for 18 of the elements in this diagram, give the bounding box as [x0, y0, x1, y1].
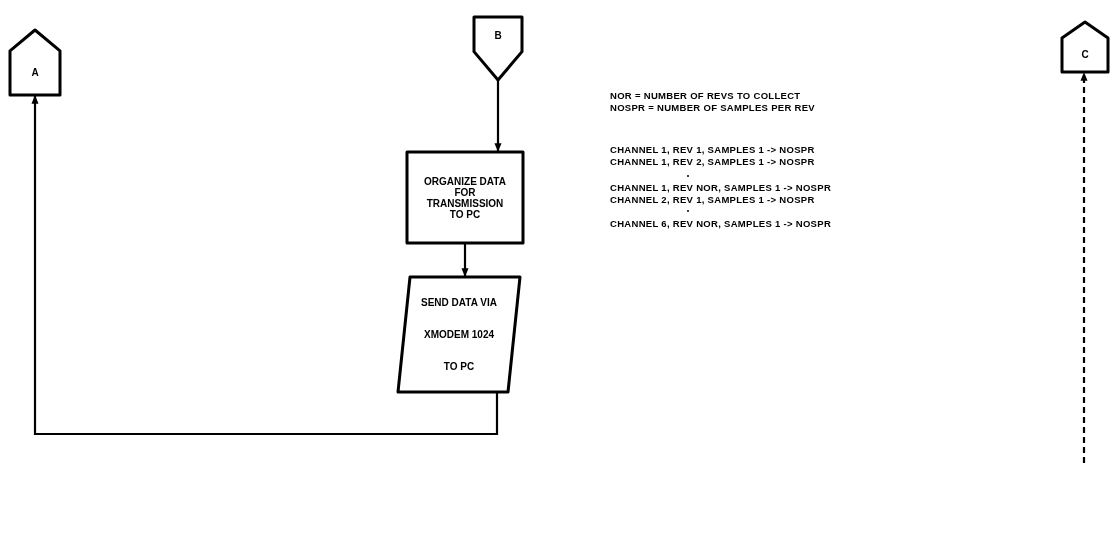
connector-label: A: [31, 66, 39, 78]
note-text: CHANNEL 6, REV NOR, SAMPLES 1 -> NOSPR: [610, 218, 832, 229]
connector-label: C: [1081, 49, 1089, 60]
connector-label: B: [494, 30, 502, 42]
note-text: NOR = NUMBER OF REVS TO COLLECT: [610, 90, 801, 101]
node-text: XMODEM 1024: [424, 329, 494, 340]
node-text: SEND DATA VIA: [421, 297, 497, 309]
note-text: CHANNEL 2, REV 1, SAMPLES 1 -> NOSPR: [610, 194, 815, 205]
note-text: NOSPR = NUMBER OF SAMPLES PER REV: [610, 102, 815, 113]
note-text: CHANNEL 1, REV 1, SAMPLES 1 -> NOSPR: [610, 144, 815, 155]
arrow: [461, 243, 469, 277]
dashed-arrow: [1080, 72, 1088, 463]
node-text: ORGANIZE DATA FOR TRANSMISSION TO PC: [423, 175, 507, 220]
node-text: TO PC: [443, 360, 475, 372]
note-text: CHANNEL 1, REV NOR, SAMPLES 1 -> NOSPR: [610, 182, 832, 193]
arrow: [494, 80, 502, 152]
note-text: CHANNEL 1, REV 2, SAMPLES 1 -> NOSPR: [610, 156, 815, 167]
arrow: [31, 95, 499, 436]
